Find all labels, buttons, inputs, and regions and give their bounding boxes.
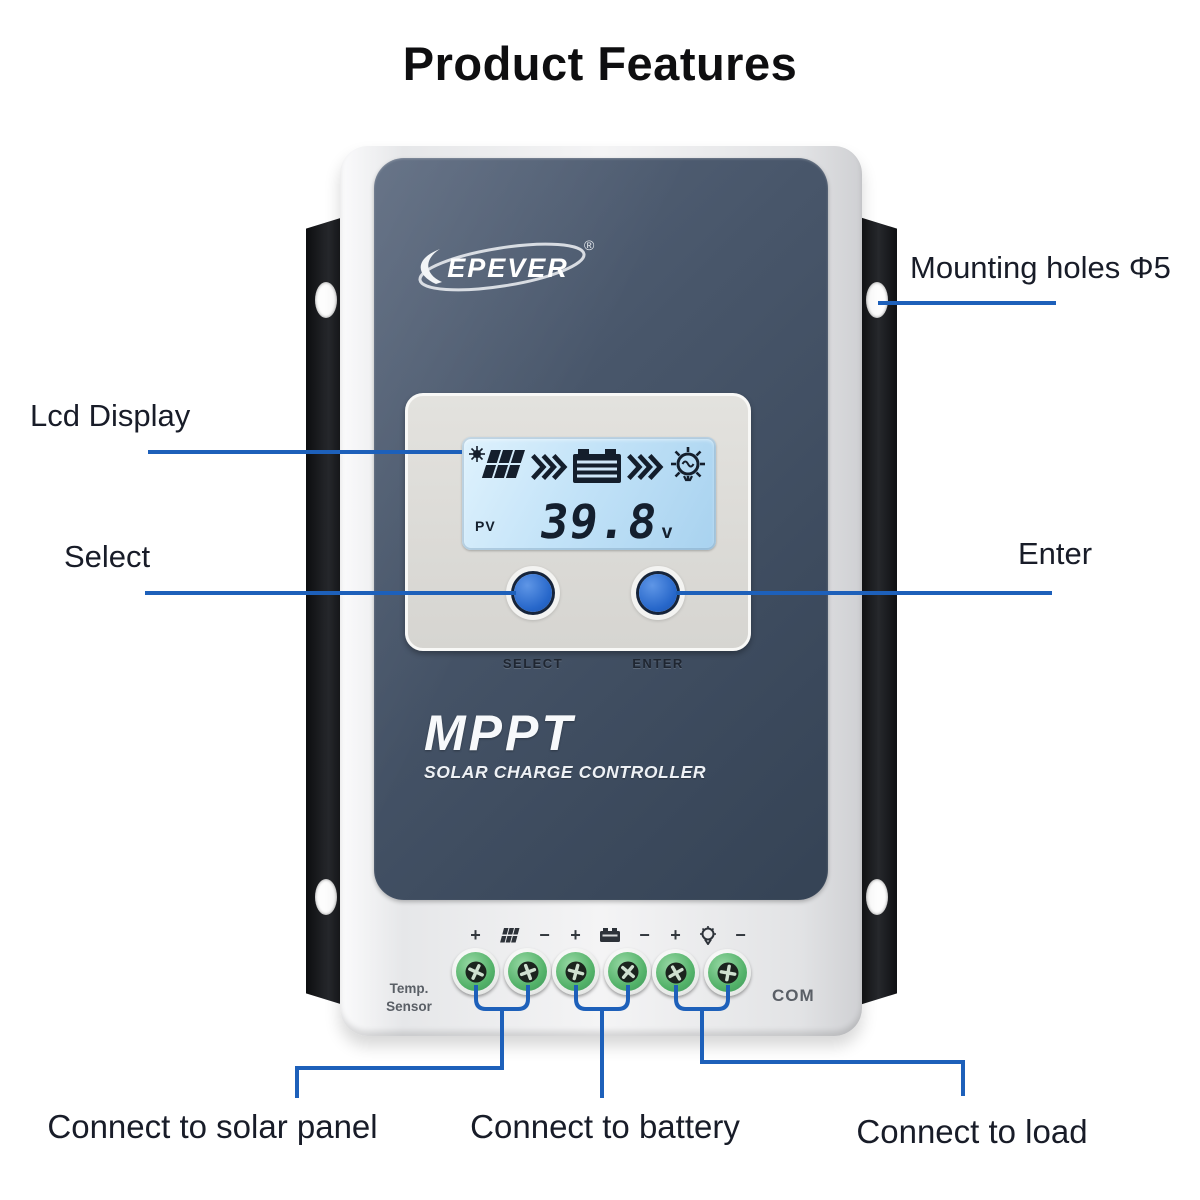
solar-panel-terminal-icon	[499, 926, 521, 944]
screw-icon	[565, 961, 586, 982]
terminal-group-load: + −	[652, 926, 752, 996]
model-name: MPPT	[424, 705, 575, 761]
battery-terminal-icon	[599, 926, 621, 944]
callout-connect-battery: Connect to battery	[470, 1108, 740, 1145]
mounting-hole-icon	[315, 879, 337, 915]
minus-sign: −	[539, 925, 550, 945]
terminal-row	[452, 948, 568, 995]
mounting-hole-icon	[315, 282, 337, 318]
callout-mounting-holes: Mounting holes Φ5	[910, 250, 1171, 285]
page-title: Product Features	[402, 37, 798, 90]
callout-connect-load: Connect to load	[856, 1113, 1088, 1150]
model-subtitle: SOLAR CHARGE CONTROLLER	[424, 762, 707, 782]
battery-icon	[573, 449, 621, 483]
temp-sensor-line2: Sensor	[386, 998, 432, 1014]
load-terminal-icon	[699, 926, 717, 945]
callout-enter: Enter	[1018, 536, 1093, 571]
terminal-solar-plus	[452, 948, 499, 995]
temp-sensor-label: Temp. Sensor	[366, 980, 452, 1015]
mounting-hole-icon	[866, 282, 888, 318]
plus-sign: +	[570, 925, 581, 945]
lcd-voltage-unit: v	[661, 522, 673, 543]
lcd-voltage-value: 39.8	[535, 495, 661, 550]
callout-select: Select	[64, 539, 151, 574]
load-bulb-icon	[671, 447, 705, 482]
solar-panel-icon	[469, 446, 525, 478]
select-button-label: SELECT	[502, 656, 564, 671]
screw-icon	[717, 962, 738, 983]
mounting-hole-icon	[866, 879, 888, 915]
enter-button	[639, 574, 677, 612]
minus-sign: −	[735, 925, 746, 945]
flow-arrows-icon	[531, 453, 568, 481]
terminal-group-battery: + −	[552, 926, 652, 995]
screw-icon	[465, 961, 486, 982]
terminal-solar-minus	[504, 948, 551, 995]
select-button	[514, 574, 552, 612]
minus-sign: −	[639, 925, 650, 945]
terminal-load-minus	[704, 949, 751, 996]
mounting-bracket-right	[856, 216, 897, 1006]
plus-sign: +	[470, 925, 481, 945]
terminal-load-plus	[652, 949, 699, 996]
terminal-row	[652, 949, 764, 996]
callout-lcd-display: Lcd Display	[30, 398, 191, 433]
com-port-label: COM	[772, 986, 815, 1005]
screw-icon	[665, 962, 686, 983]
screw-icon	[617, 961, 638, 982]
terminal-battery-plus	[552, 948, 599, 995]
epever-logo-icon: EPEVER ®	[418, 237, 595, 292]
terminal-battery-minus	[604, 948, 651, 995]
registered-mark: ®	[584, 237, 595, 253]
terminal-group-solar: + −	[452, 926, 552, 995]
temp-sensor-line1: Temp.	[389, 981, 429, 996]
lcd-voltage-readout: 39.8 v	[462, 495, 716, 550]
lcd-icon-row	[462, 444, 716, 490]
terminal-row	[552, 948, 668, 995]
brand-text: EPEVER	[447, 253, 569, 283]
enter-button-label: ENTER	[632, 656, 684, 671]
lcd-display: PV 39.8 v	[462, 437, 716, 550]
plus-sign: +	[670, 925, 681, 945]
flow-arrows-icon	[627, 453, 664, 481]
callout-connect-solar: Connect to solar panel	[47, 1108, 378, 1145]
screw-icon	[517, 961, 538, 982]
lcd-pv-label: PV	[475, 518, 496, 534]
